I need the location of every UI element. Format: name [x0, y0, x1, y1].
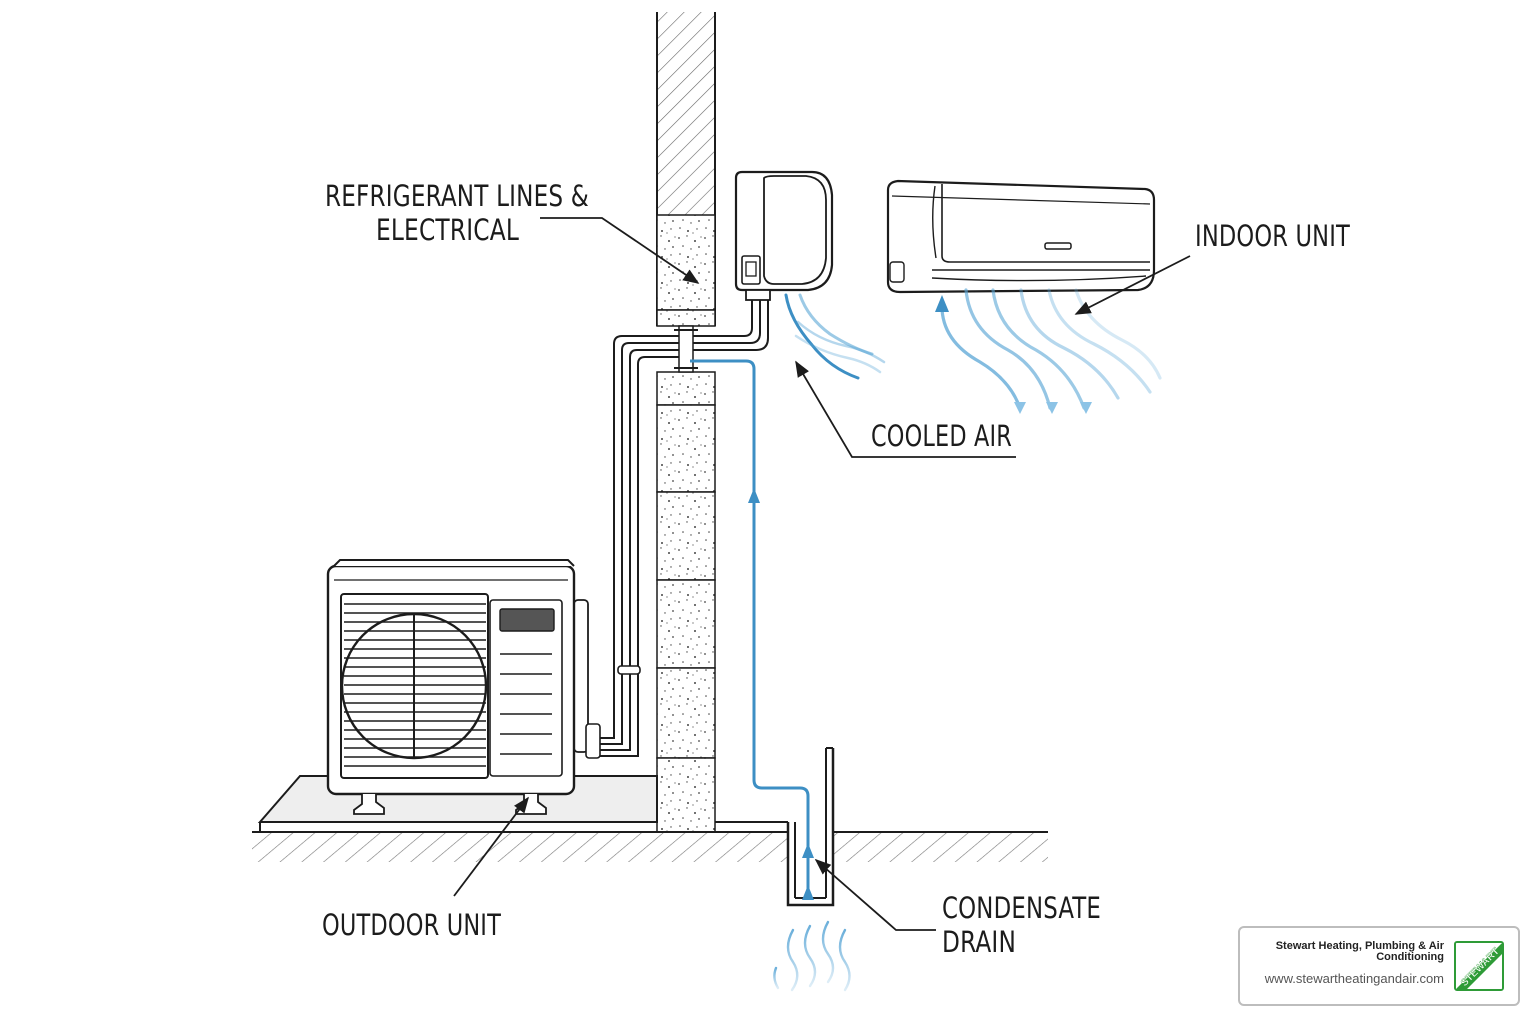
label-cooled-air: COOLED AIR — [871, 419, 1012, 453]
label-refrigerant-lines-line1: REFRIGERANT LINES & — [325, 179, 589, 213]
drain-water-waves — [773, 920, 851, 992]
label-condensate-drain-line2: DRAIN — [942, 925, 1016, 959]
stewart-logo-icon: STEWART — [1454, 941, 1504, 991]
cooled-air-flow-small — [784, 293, 886, 380]
badge-website-link[interactable]: www.stewartheatingandair.com — [1264, 971, 1444, 986]
indoor-unit — [886, 179, 1156, 294]
label-refrigerant-lines-line2: ELECTRICAL — [376, 213, 519, 247]
callout-leaders — [453, 217, 1191, 931]
indoor-unit-side-view — [734, 170, 834, 301]
condensate-drain-pit — [786, 747, 835, 907]
cooled-air-flow-large — [935, 288, 1162, 414]
wall — [656, 12, 716, 833]
refrigerant-lines — [598, 300, 769, 757]
brand-badge[interactable]: Stewart Heating, Plumbing & Air Conditio… — [1238, 926, 1520, 1006]
label-condensate-drain-line1: CONDENSATE — [942, 891, 1101, 925]
label-outdoor-unit: OUTDOOR UNIT — [322, 908, 502, 942]
condensate-line — [690, 359, 814, 900]
badge-company-name: Stewart Heating, Plumbing & Air Conditio… — [1275, 940, 1444, 963]
label-indoor-unit: INDOOR UNIT — [1195, 219, 1351, 253]
outdoor-unit — [326, 559, 601, 815]
